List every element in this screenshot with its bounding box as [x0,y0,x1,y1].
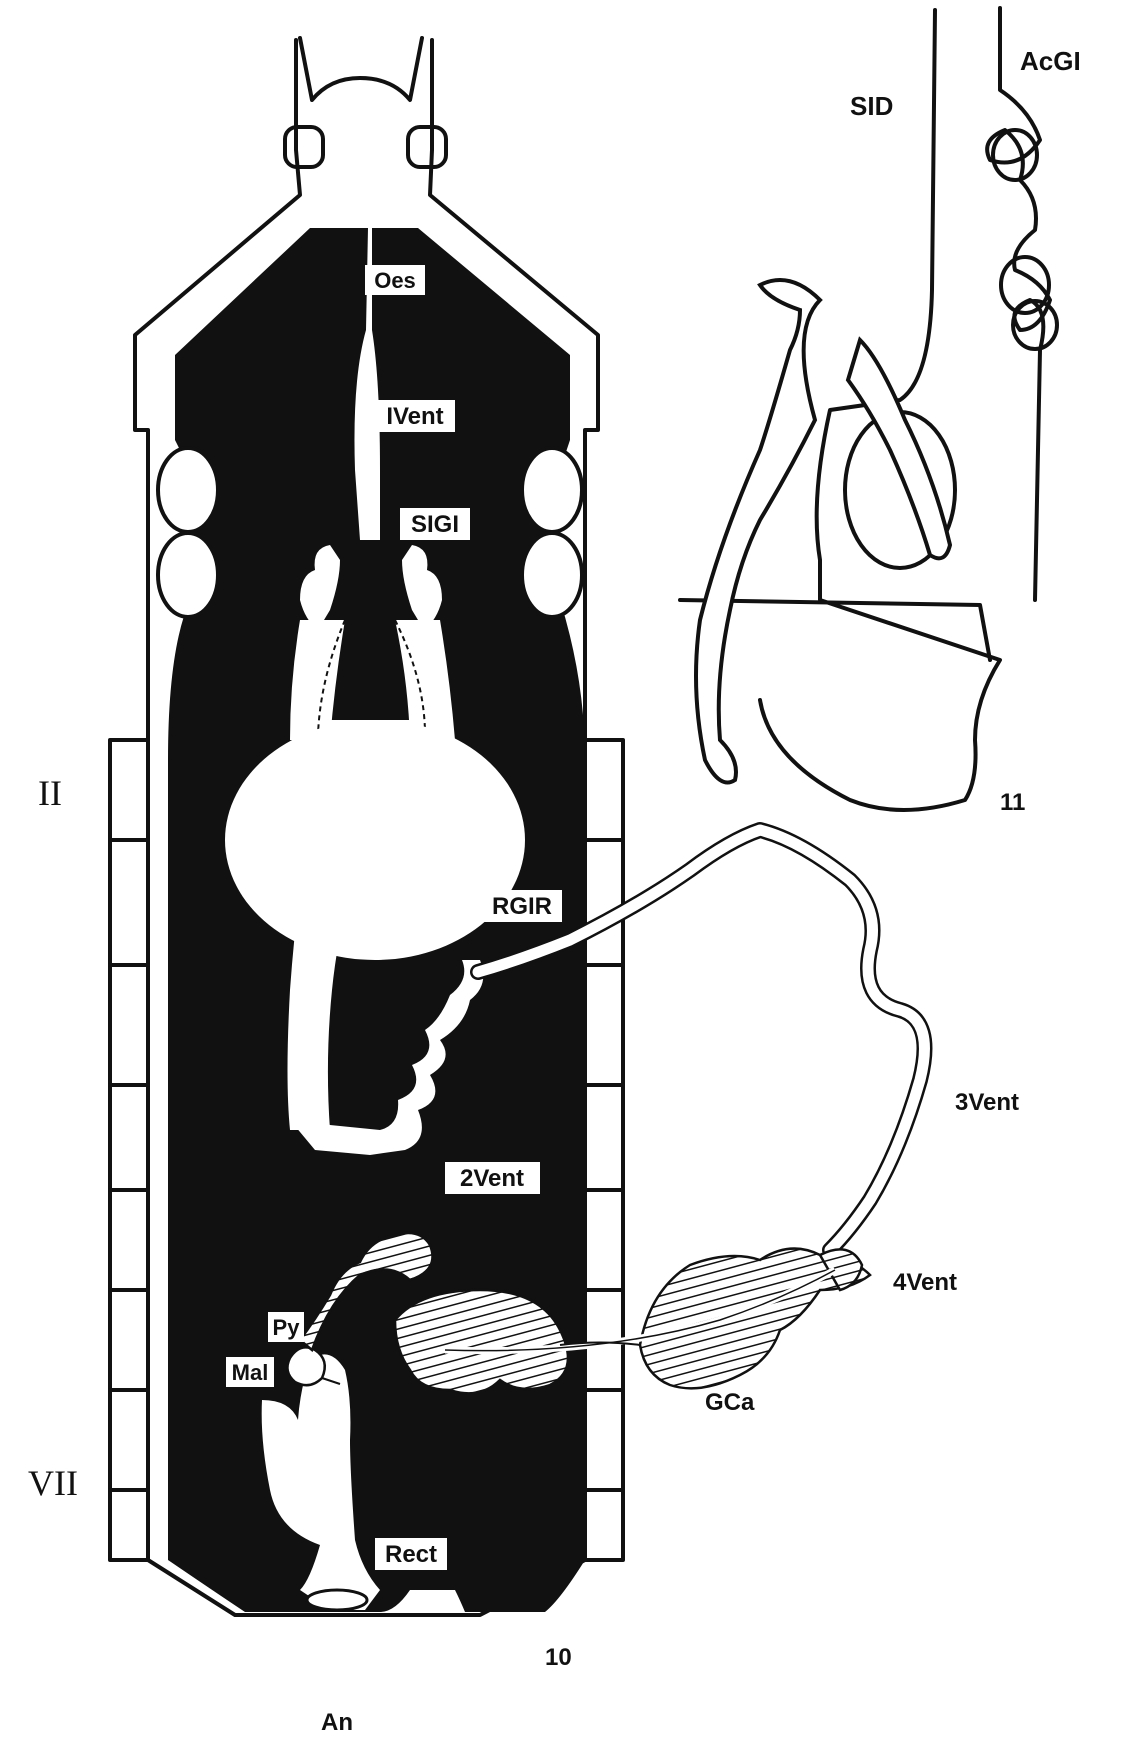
label-3vent: 3Vent [955,1089,1019,1116]
gland-loop [696,280,820,783]
right-head-bulb [408,127,446,167]
label-rgir: RGIR [482,890,562,922]
figure-number-10: 10 [545,1644,572,1671]
label-gca: GCa [705,1389,755,1416]
right-segment-plates [585,740,623,1560]
label-2vent-text: 2Vent [460,1165,524,1192]
left-gland-upper [158,448,218,532]
label-acgi: AcGI [1020,46,1081,76]
label-mal-text: Mal [232,1360,269,1385]
label-rgir-text: RGIR [492,893,552,920]
head-outline [300,38,422,100]
label-sigi: SIGI [400,508,470,540]
pylorus [287,1347,324,1385]
segment-label-vii: VII [28,1463,78,1503]
figure-number-11: 11 [1000,789,1025,816]
label-rect: Rect [375,1538,447,1570]
label-oes-text: Oes [374,268,416,293]
label-ivent: IVent [375,400,455,432]
label-sigi-text: SIGI [411,511,459,538]
label-mal: Mal [226,1357,274,1387]
figure-11-glands [680,8,1057,810]
right-gland-lower [522,533,582,617]
label-rect-text: Rect [385,1541,437,1568]
label-sid: SID [850,91,893,121]
label-2vent: 2Vent [445,1162,540,1194]
label-py-text: Py [273,1315,301,1340]
segment-label-ii: II [38,773,62,813]
label-4vent: 4Vent [893,1269,957,1296]
right-gland-upper [522,448,582,532]
left-gland-lower [158,533,218,617]
label-py: Py [268,1312,304,1342]
left-head-bulb [285,127,323,167]
label-ivent-text: IVent [386,403,443,430]
label-oes: Oes [365,265,425,295]
anus [307,1590,367,1610]
left-segment-plates [110,740,148,1560]
label-an: An [321,1709,353,1736]
